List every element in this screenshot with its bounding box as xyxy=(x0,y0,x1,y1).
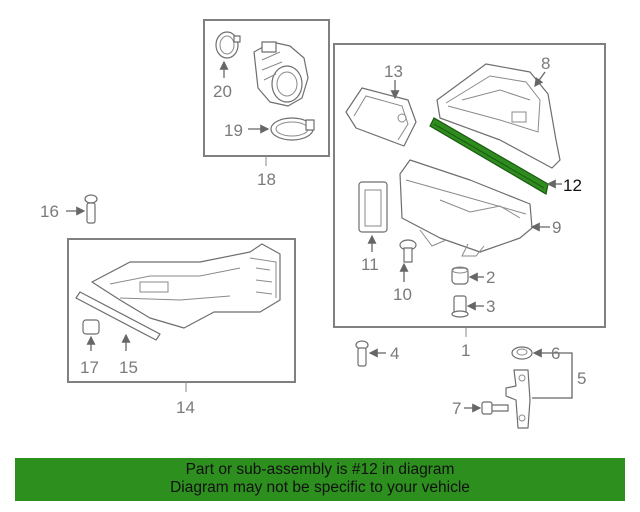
air-hose-part[interactable] xyxy=(253,41,309,107)
callout-7: 7 xyxy=(452,399,461,418)
group-box-14 xyxy=(67,238,296,383)
bolt-part-10[interactable] xyxy=(399,239,417,263)
seal-strip-part-15[interactable] xyxy=(75,291,161,341)
lower-case-part-9[interactable] xyxy=(399,159,533,257)
callout-5: 5 xyxy=(577,369,586,388)
callout-19: 19 xyxy=(224,121,243,140)
callout-16: 16 xyxy=(40,202,59,221)
callout-12: 12 xyxy=(563,176,582,195)
nut-part-17[interactable] xyxy=(82,319,100,335)
mount-part-6[interactable] xyxy=(511,346,533,360)
callout-11: 11 xyxy=(361,255,379,274)
bracket-part-11[interactable] xyxy=(358,181,388,233)
callout-2: 2 xyxy=(486,268,495,287)
clip-part-4[interactable] xyxy=(355,340,369,367)
callout-14: 14 xyxy=(176,398,195,417)
grommet-part-2[interactable] xyxy=(451,266,469,285)
callout-17: 17 xyxy=(80,358,99,377)
clamp-part-20[interactable] xyxy=(215,31,241,59)
callout-10: 10 xyxy=(393,285,412,304)
callout-6: 6 xyxy=(551,344,560,363)
resonator-part-13[interactable] xyxy=(345,87,417,147)
banner-line-2: Diagram may not be specific to your vehi… xyxy=(170,479,470,496)
callout-8: 8 xyxy=(541,54,550,73)
banner-line-1: Part or sub-assembly is #12 in diagram xyxy=(185,461,455,478)
callout-13: 13 xyxy=(384,62,403,81)
bolt-part-7[interactable] xyxy=(481,401,509,415)
callout-3: 3 xyxy=(486,297,495,316)
callout-15: 15 xyxy=(119,358,138,377)
clamp-part-19[interactable] xyxy=(270,117,315,141)
clip-part-16[interactable] xyxy=(84,194,98,224)
grommet-part-3[interactable] xyxy=(451,295,469,318)
callout-9: 9 xyxy=(552,218,561,237)
callout-1: 1 xyxy=(461,341,470,360)
air-duct-part[interactable] xyxy=(91,243,281,329)
info-banner: Part or sub-assembly is #12 in diagram D… xyxy=(15,458,625,501)
callout-4: 4 xyxy=(390,344,399,363)
callout-20: 20 xyxy=(213,82,232,101)
callout-18: 18 xyxy=(257,170,276,189)
bracket-part-5[interactable] xyxy=(505,369,531,429)
air-cleaner-cover-part-8[interactable] xyxy=(436,63,561,169)
group-box-1 xyxy=(333,43,606,328)
